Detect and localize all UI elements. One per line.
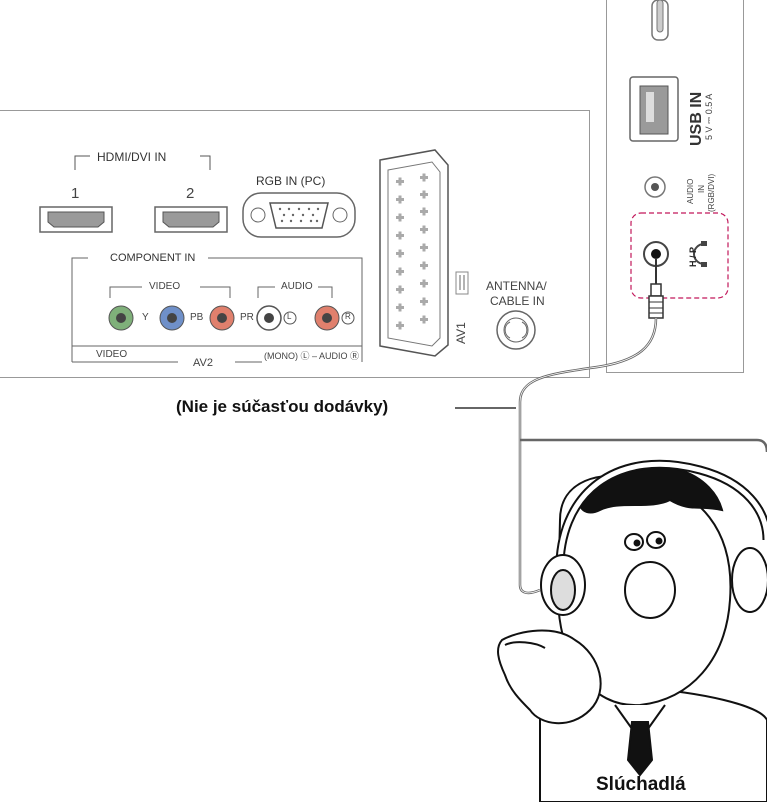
usb-rating-label: 5 V ⎓ 0.5 A [704, 93, 714, 140]
rgb-in-label: RGB IN (PC) [256, 174, 326, 188]
not-included-callout: (Nie je súčasťou dodávky) [176, 397, 389, 416]
rca-jack-icon [159, 305, 185, 331]
headphone-port-highlight [630, 212, 729, 299]
y-label: Y [142, 312, 149, 323]
usb-port-icon [629, 76, 679, 142]
person-with-headphones-illustration [497, 459, 767, 802]
video-bottom-label: VIDEO [96, 349, 128, 360]
audio-in-line3: (RGB/DVI) [707, 173, 716, 212]
side-panel [606, 0, 744, 373]
rca-jack-icon [108, 305, 134, 331]
component-in-label: COMPONENT IN [110, 252, 196, 264]
hdmi-port-1-label: 1 [71, 185, 80, 202]
audio-group-label: AUDIO [281, 281, 313, 292]
mono-audio-label: (MONO) Ⓛ – AUDIO Ⓡ [264, 351, 360, 361]
audio-l-label: L [287, 312, 292, 321]
av2-label: AV2 [193, 357, 213, 369]
av1-label: AV1 [454, 322, 468, 344]
main-back-panel [0, 110, 590, 378]
rca-jack-icon [256, 305, 282, 331]
audio-in-line2: IN [697, 185, 706, 193]
antenna-port-icon [496, 310, 536, 350]
rca-jack-icon [644, 176, 666, 198]
hp-label: H / P [688, 246, 698, 267]
vga-port-icon [242, 192, 356, 238]
hdmi-port-icon [154, 206, 228, 233]
pr-label: PR [240, 312, 254, 323]
pb-label: PB [190, 312, 204, 323]
hdmi-port-icon [39, 206, 113, 233]
headphone-plug-icon [648, 258, 664, 319]
headphone-icon [693, 241, 707, 267]
cable-in-label: CABLE IN [490, 294, 545, 308]
rca-jack-icon [209, 305, 235, 331]
hdmi-port-2-label: 2 [186, 185, 195, 202]
headphones-caption: Slúchadlá [596, 774, 686, 795]
antenna-label: ANTENNA/ [486, 279, 547, 293]
audio-r-label: R [345, 312, 351, 321]
rca-jack-icon [314, 305, 340, 331]
video-group-label: VIDEO [149, 281, 181, 292]
headphone-jack [643, 241, 669, 267]
scart-port-icon [379, 149, 449, 357]
hdmi-group-label: HDMI/DVI IN [97, 150, 167, 164]
audio-in-line1: AUDIO [686, 178, 695, 204]
